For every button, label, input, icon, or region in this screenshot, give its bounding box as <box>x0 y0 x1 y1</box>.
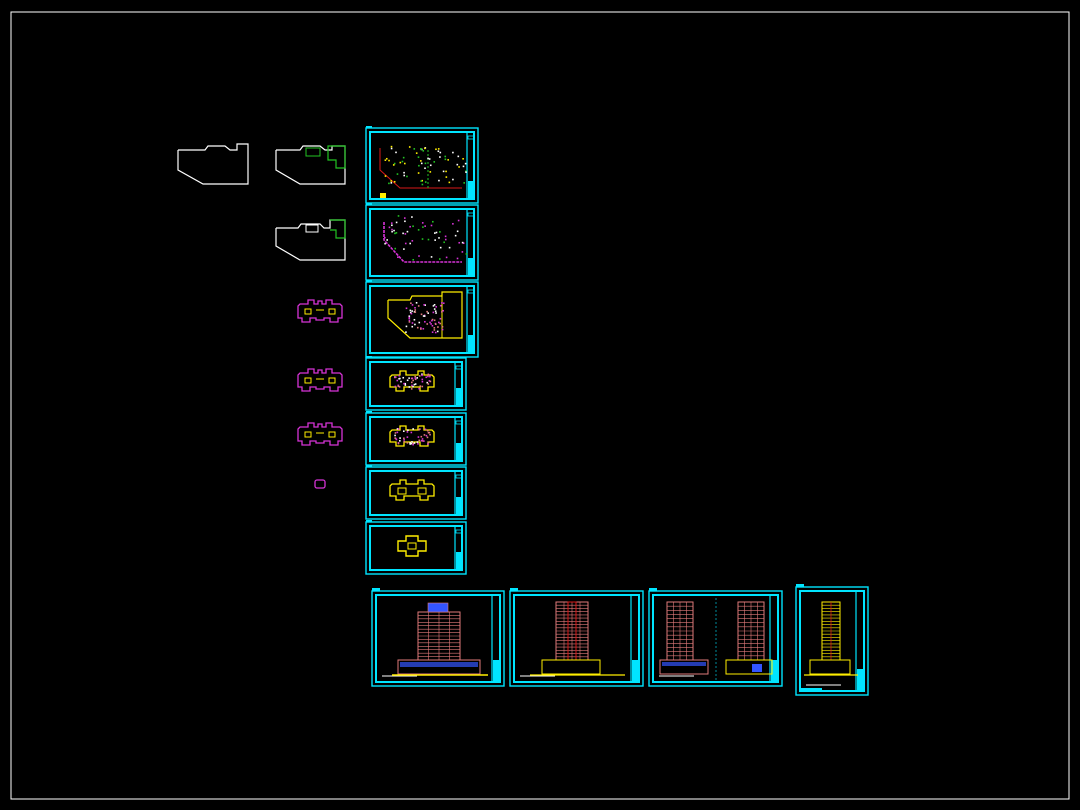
sheet-basement-plan[interactable] <box>365 203 479 281</box>
outline-podium[interactable] <box>297 299 343 323</box>
sheet-ground-floor-plan[interactable] <box>365 280 479 358</box>
sheet-front-elevation[interactable] <box>371 588 505 687</box>
outline-machine-room[interactable] <box>314 479 326 489</box>
sheet-machine-room-plan[interactable] <box>365 520 467 575</box>
outline-typical-floor-b[interactable] <box>297 422 343 446</box>
sheet-side-elevation[interactable] <box>509 588 644 687</box>
outline-typical-floor-a[interactable] <box>297 368 343 392</box>
sheet-site-plan[interactable] <box>365 126 479 204</box>
drawing-limits-border <box>10 11 1070 800</box>
typical-floor-outlines <box>297 299 343 446</box>
outline-site[interactable] <box>177 143 249 185</box>
sheet-roof-plan[interactable] <box>365 465 467 520</box>
sheet-typical-floor-b[interactable] <box>365 411 467 466</box>
sheet-section[interactable] <box>795 584 869 696</box>
sheet-typical-floor-a[interactable] <box>365 356 467 411</box>
outline-basement[interactable] <box>275 145 346 185</box>
sheet-back-elevation[interactable] <box>648 588 783 687</box>
outline-ground-floor[interactable] <box>275 219 346 261</box>
plan-sheets <box>365 126 479 575</box>
elevation-sheets <box>371 584 869 696</box>
